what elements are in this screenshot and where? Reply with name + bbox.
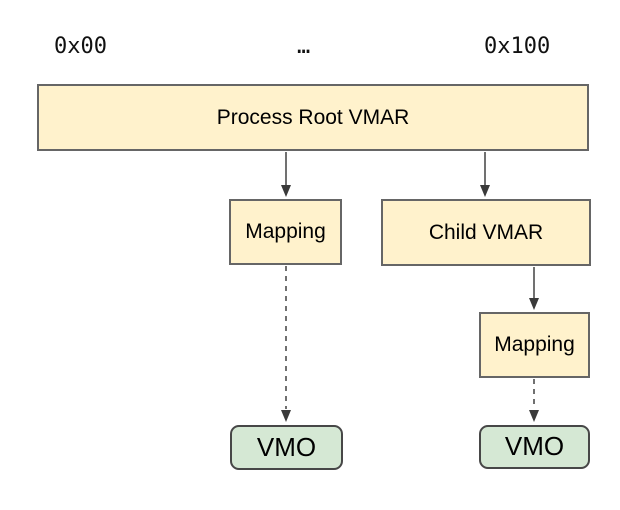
edge-root-to-child-vmar-arrow [480, 152, 490, 197]
node-mapping-left: Mapping [229, 199, 342, 265]
node-mapping-right-label: Mapping [494, 333, 575, 357]
node-mapping-right: Mapping [479, 312, 590, 378]
node-vmo-right: VMO [479, 425, 590, 469]
node-vmo-left-label: VMO [256, 431, 317, 462]
node-child-vmar-label: Child VMAR [428, 220, 544, 244]
node-child-vmar: Child VMAR [381, 199, 591, 266]
node-process-root-vmar-label: Process Root VMAR [216, 105, 410, 129]
address-label-end: 0x100 [484, 34, 551, 59]
node-mapping-left-label: Mapping [245, 220, 326, 244]
node-process-root-vmar: Process Root VMAR [37, 84, 589, 151]
edge-child-vmar-to-mapping-right-arrow [529, 267, 539, 310]
node-vmo-right-label: VMO [504, 431, 565, 462]
address-label-start: 0x00 [54, 34, 107, 59]
address-label-ellipsis: … [297, 34, 311, 59]
edge-mapping-left-to-vmo-dashed-arrow [281, 266, 291, 422]
edge-root-to-mapping-left-arrow [281, 152, 291, 197]
node-vmo-left: VMO [230, 425, 343, 470]
edge-mapping-right-to-vmo-dashed-arrow [529, 379, 539, 422]
